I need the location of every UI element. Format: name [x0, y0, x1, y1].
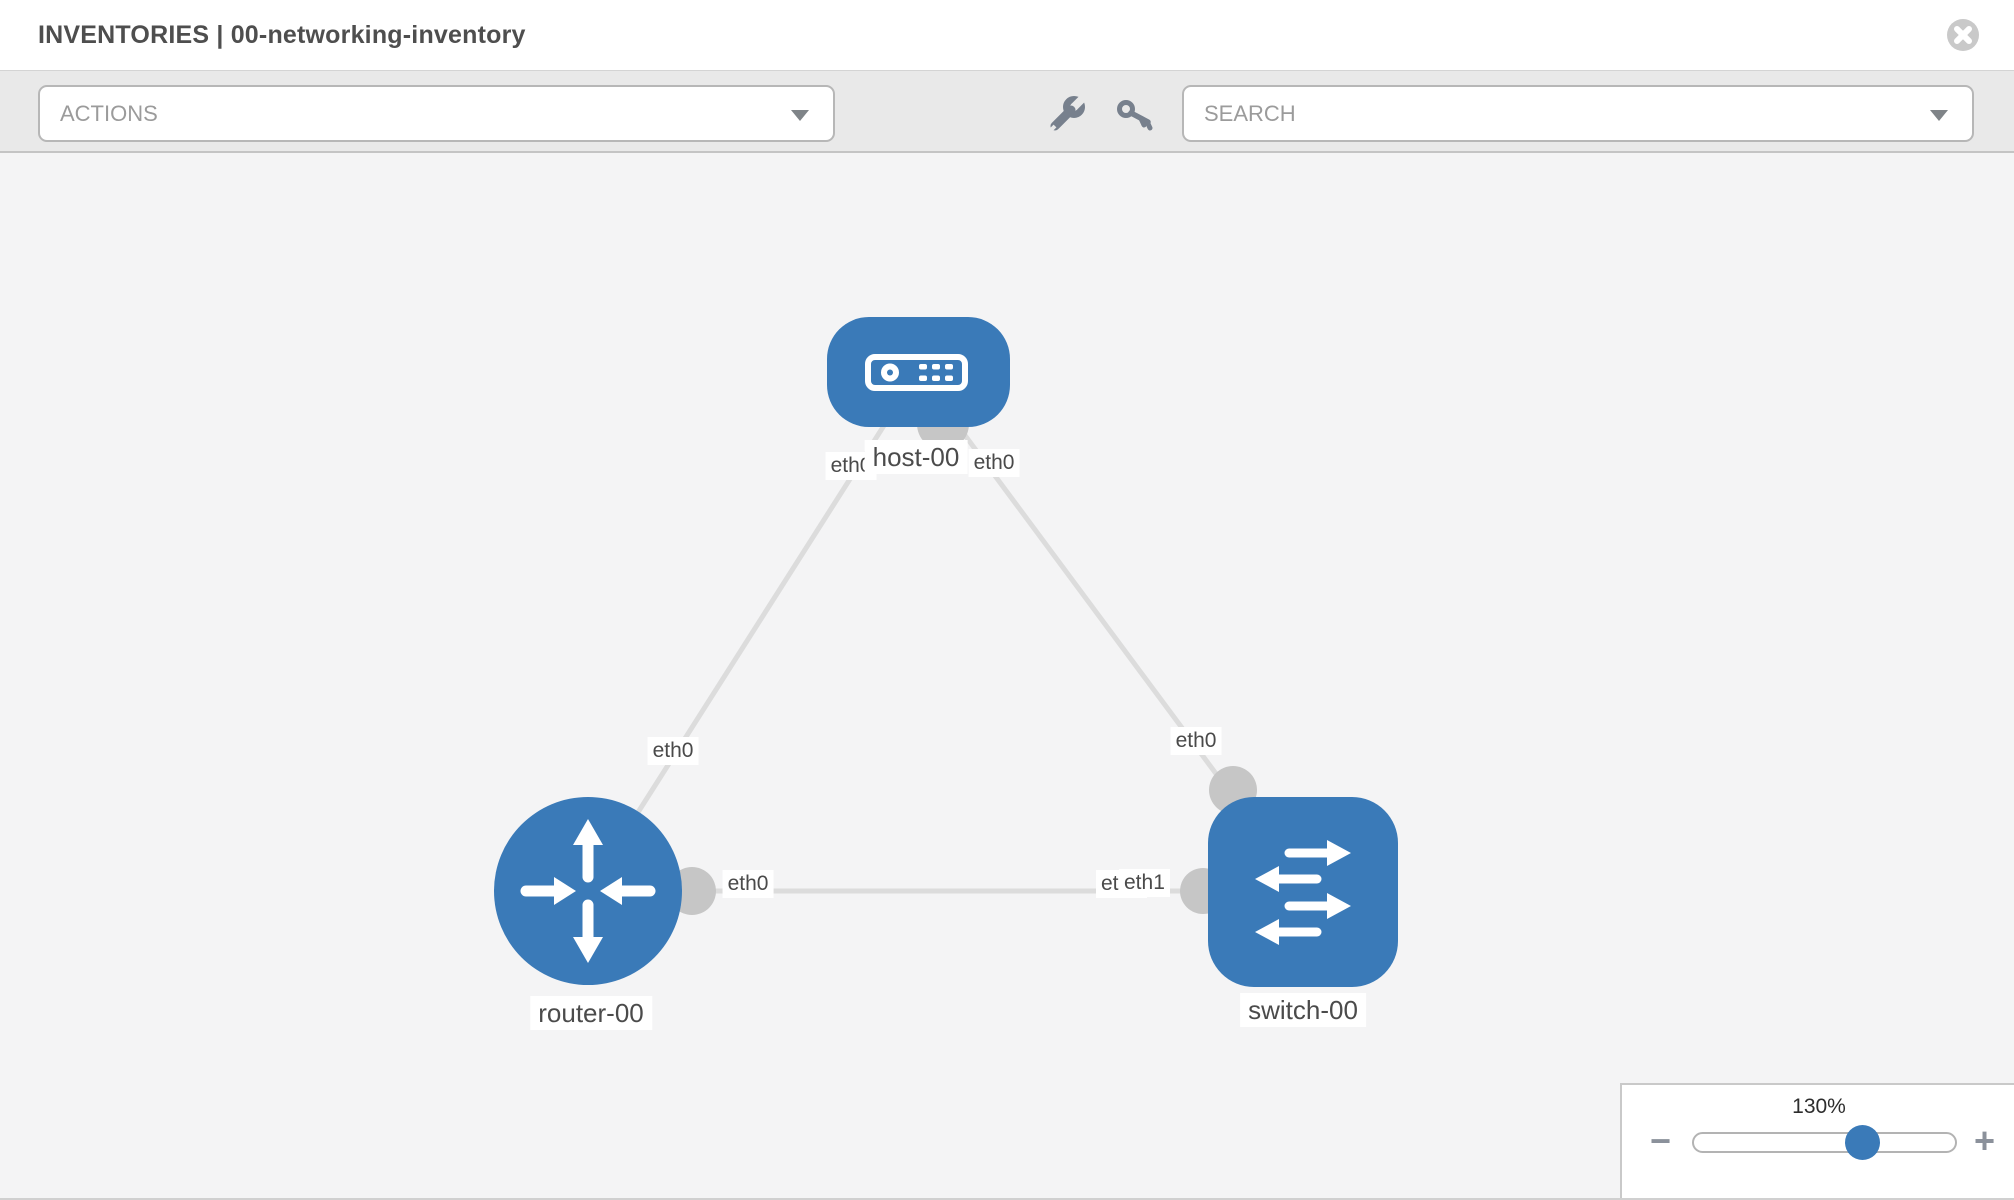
zoom-out-button[interactable]: −	[1650, 1120, 1672, 1161]
search-dropdown-label: SEARCH	[1204, 101, 1296, 126]
port-label-link-switch-side-over: eth1	[1119, 869, 1170, 897]
port-label-switch-top: eth0	[1170, 727, 1222, 755]
chevron-down-icon	[791, 110, 809, 121]
actions-dropdown[interactable]: ACTIONS	[38, 85, 835, 142]
wrench-icon	[1049, 95, 1086, 132]
port-label-host-right: eth0	[968, 449, 1020, 477]
header-bar: INVENTORIES | 00-networking-inventory	[0, 0, 2014, 70]
key-button[interactable]	[1114, 95, 1154, 135]
toolbar: ACTIONS SEARCH	[0, 70, 2014, 153]
node-switch-00[interactable]	[1208, 797, 1398, 987]
topology-canvas[interactable]: eth0 eth0 eth0 eth0 eth0 eth1 eth1 host-…	[0, 153, 2014, 1200]
node-label-router-00: router-00	[530, 996, 652, 1030]
chevron-down-icon	[1930, 110, 1948, 121]
zoom-slider-thumb[interactable]	[1845, 1125, 1880, 1160]
zoom-in-button[interactable]: +	[1974, 1120, 1996, 1161]
zoom-panel: 130% − +	[1620, 1083, 2014, 1198]
key-icon	[1117, 100, 1153, 131]
topology-graph	[494, 317, 1398, 987]
node-label-switch-00: switch-00	[1240, 993, 1366, 1027]
close-button[interactable]	[1946, 18, 1980, 52]
node-label-host-00: host-00	[864, 440, 968, 474]
search-dropdown[interactable]: SEARCH	[1182, 85, 1974, 142]
node-host-00[interactable]	[827, 317, 1010, 427]
page-title: INVENTORIES | 00-networking-inventory	[38, 21, 526, 49]
router-icon	[520, 819, 656, 963]
port-label-link-router-side: eth0	[722, 870, 774, 898]
switch-icon	[1255, 840, 1351, 945]
zoom-level-value: 130%	[1792, 1095, 1846, 1118]
actions-dropdown-label: ACTIONS	[60, 101, 158, 126]
zoom-slider-track[interactable]	[1692, 1132, 1957, 1153]
host-icon	[865, 354, 968, 391]
wrench-button[interactable]	[1046, 95, 1086, 135]
port-label-router-top: eth0	[647, 737, 699, 765]
node-router-00[interactable]	[494, 797, 682, 985]
